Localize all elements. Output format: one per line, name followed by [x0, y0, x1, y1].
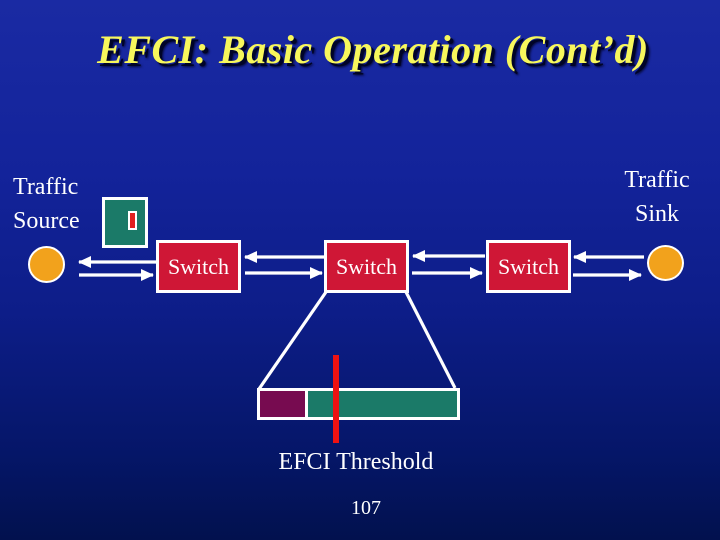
switch-3-label: Switch [497, 253, 560, 279]
efci-cell-mark [128, 211, 137, 230]
traffic-sink-label: Traffic Sink [597, 163, 717, 231]
traffic-sink-label-line2: Sink [634, 201, 679, 227]
traffic-sink-label-line1: Traffic [624, 167, 690, 193]
buffer-callout-right-line [404, 291, 457, 389]
switch-1-label: Switch [167, 253, 230, 279]
switch-2-label: Switch [335, 253, 398, 279]
buffer-free-segment [308, 391, 457, 417]
buffer-bar [257, 388, 460, 420]
switch-box-3: Switch [486, 240, 571, 293]
traffic-sink-node [647, 245, 684, 281]
traffic-source-label: Traffic Source [13, 170, 80, 238]
buffer-occupied-segment [260, 391, 305, 417]
traffic-source-label-line1: Traffic [13, 174, 79, 200]
switch-box-2: Switch [324, 240, 409, 293]
marked-cell-box [102, 197, 148, 248]
efci-threshold-marker [333, 355, 339, 443]
traffic-source-node [28, 246, 65, 283]
traffic-source-label-line2: Source [13, 208, 80, 234]
page-number: 107 [351, 497, 381, 519]
buffer-callout-left-line [257, 291, 328, 390]
efci-threshold-label: EFCI Threshold [278, 449, 434, 475]
slide-title: EFCI: Basic Operation (Cont’d) [97, 27, 649, 72]
switch-box-1: Switch [156, 240, 241, 293]
